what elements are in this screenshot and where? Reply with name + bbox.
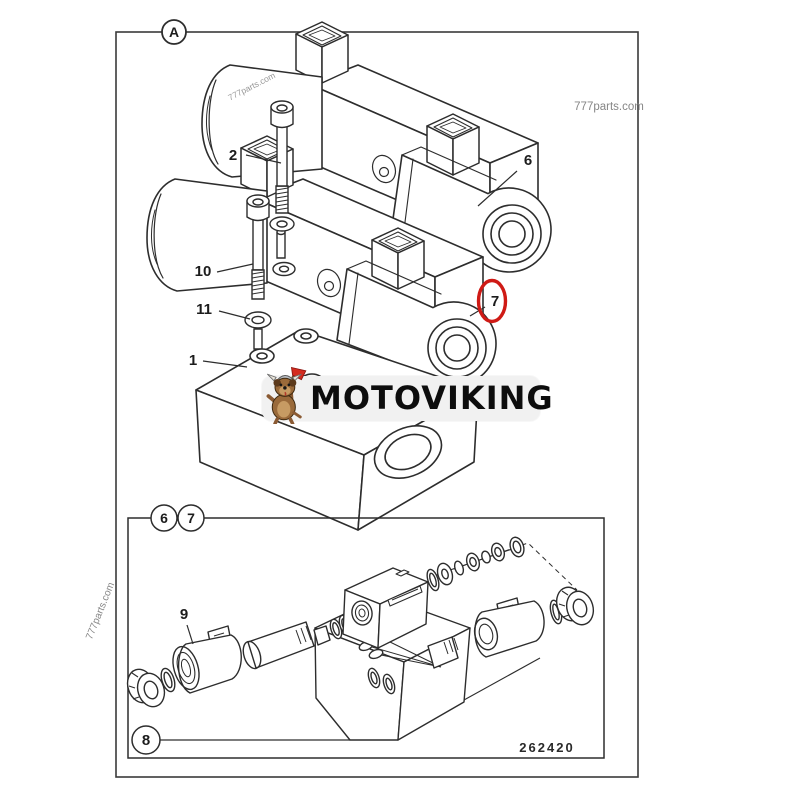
inset-box: 9 6 7 8 262420 — [126, 504, 605, 759]
watermark-top-right: 777parts.com — [574, 101, 644, 113]
inset-tab-7-label: 7 — [187, 510, 195, 526]
outer-frame — [115, 31, 639, 778]
inset-tab-6-label: 6 — [160, 510, 168, 526]
callout-11: 11 — [196, 301, 212, 318]
inset-tab-6 — [150, 504, 178, 532]
callout-10: 10 — [195, 263, 212, 280]
spool — [242, 621, 331, 670]
inset-callout-9: 9 — [180, 606, 188, 623]
callout-1: 1 — [189, 352, 197, 369]
gland-nut-left — [126, 668, 166, 708]
spring-stack — [436, 536, 525, 586]
inset-callout-8-label: 8 — [142, 732, 150, 749]
inset-drawing — [126, 536, 595, 741]
section-marker: A — [161, 19, 187, 45]
main-drawing: 777parts.com — [147, 22, 551, 531]
drawing-number: 262420 — [519, 740, 574, 755]
highlight-circle-7 — [476, 278, 508, 324]
callout-6: 6 — [524, 152, 532, 169]
valve-body — [342, 567, 429, 649]
coil-9 — [172, 625, 242, 694]
callout-7: 7 — [491, 293, 499, 310]
inset-tab-7 — [177, 504, 205, 532]
gland-nut-right — [555, 586, 595, 626]
badge-text: MOTOVIKING — [310, 379, 554, 417]
callout-2: 2 — [229, 147, 237, 164]
leader-lines — [202, 154, 518, 368]
washer-11 — [244, 311, 272, 329]
viking-dog-icon — [266, 366, 307, 424]
watermark-left: 777parts.com — [84, 581, 117, 641]
motoviking-badge: MOTOVIKING — [262, 366, 553, 424]
inset-callout-8-circle — [131, 725, 161, 755]
section-label: A — [169, 24, 179, 40]
solenoid-right — [473, 597, 545, 658]
bolt-2 — [269, 100, 296, 277]
bolt-10 — [246, 194, 270, 350]
